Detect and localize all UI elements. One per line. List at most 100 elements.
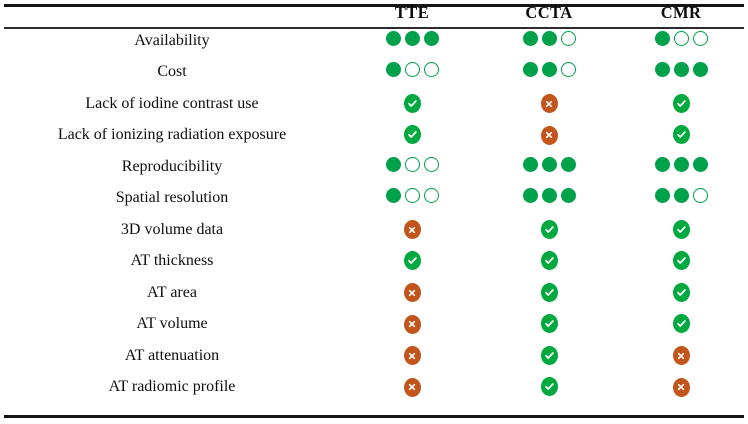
cell-tte (344, 88, 480, 120)
cross-icon (403, 346, 421, 365)
filled-circle-icon (654, 62, 670, 78)
filled-circle-icon (654, 30, 670, 46)
table-row: Cost (4, 57, 744, 89)
check-icon (672, 93, 690, 113)
cell-cmr (618, 88, 744, 120)
filled-circle-icon (522, 156, 538, 172)
cell-tte (344, 340, 480, 372)
column-header-cmr: CMR (660, 2, 702, 22)
column-header-tte: TTE (394, 2, 430, 22)
rating-dots-ccta (522, 188, 576, 204)
cell-tte (344, 120, 480, 152)
empty-circle-icon (404, 156, 420, 172)
rating-dots-cmr (654, 156, 708, 172)
cross-icon (403, 314, 421, 334)
filled-circle-icon (385, 30, 401, 46)
cell-ccta (480, 372, 618, 404)
cell-ccta (480, 120, 618, 152)
table-bottom-rule (4, 415, 744, 418)
cell-cmr (618, 372, 744, 404)
filled-circle-icon (692, 62, 708, 78)
cell-cmr (618, 309, 744, 341)
cell-tte (344, 183, 480, 215)
rating-dots-cmr (654, 62, 708, 78)
cell-tte (344, 309, 480, 341)
empty-circle-icon (560, 30, 576, 46)
cell-tte (344, 25, 480, 57)
table-row: Availability (4, 25, 744, 57)
cell-tte (344, 214, 480, 246)
table-row: Lack of iodine contrast use (4, 88, 744, 120)
cell-cmr (618, 214, 744, 246)
cell-cmr (618, 246, 744, 278)
filled-circle-icon (673, 188, 689, 204)
row-label: Cost (157, 63, 187, 81)
check-icon (540, 251, 558, 271)
filled-circle-icon (541, 30, 557, 46)
cell-ccta (480, 309, 618, 341)
filled-circle-icon (385, 156, 401, 172)
filled-circle-icon (423, 30, 439, 46)
cell-ccta (480, 214, 618, 246)
filled-circle-icon (692, 156, 708, 172)
row-label: Lack of ionizing radiation exposure (57, 126, 287, 144)
empty-circle-icon (692, 188, 708, 204)
check-icon (540, 219, 558, 239)
check-icon (672, 314, 690, 334)
rating-dots-tte (385, 30, 439, 46)
table-row: AT attenuation (4, 340, 744, 372)
cell-tte (344, 277, 480, 309)
cell-cmr (618, 340, 744, 372)
empty-circle-icon (692, 30, 708, 46)
header-row: TTE CCTA CMR (4, 0, 744, 25)
row-label: AT attenuation (124, 346, 220, 364)
cell-ccta (480, 151, 618, 183)
cell-tte (344, 57, 480, 89)
table-row: Lack of ionizing radiation exposure (4, 120, 744, 152)
rating-dots-ccta (522, 30, 576, 46)
rating-dots-ccta (522, 156, 576, 172)
cell-ccta (480, 183, 618, 215)
table-row: Reproducibility (4, 151, 744, 183)
empty-circle-icon (423, 188, 439, 204)
cell-ccta (480, 246, 618, 278)
filled-circle-icon (385, 188, 401, 204)
check-icon (672, 282, 690, 302)
rating-dots-ccta (522, 62, 576, 78)
check-icon (540, 282, 558, 302)
check-icon (672, 219, 690, 239)
filled-circle-icon (385, 62, 401, 78)
table-header-rule (4, 27, 744, 29)
cell-cmr (618, 151, 744, 183)
filled-circle-icon (673, 62, 689, 78)
row-label: Reproducibility (121, 157, 223, 175)
table-row: AT thickness (4, 246, 744, 278)
filled-circle-icon (560, 156, 576, 172)
filled-circle-icon (404, 30, 420, 46)
cell-cmr (618, 120, 744, 152)
check-icon (672, 251, 690, 271)
cell-cmr (618, 25, 744, 57)
empty-circle-icon (423, 62, 439, 78)
cell-ccta (480, 88, 618, 120)
filled-circle-icon (522, 62, 538, 78)
check-icon (403, 93, 421, 113)
table-row: AT volume (4, 309, 744, 341)
table-row: Spatial resolution (4, 183, 744, 215)
filled-circle-icon (673, 156, 689, 172)
rating-dots-tte (385, 188, 439, 204)
filled-circle-icon (560, 188, 576, 204)
rating-dots-cmr (654, 188, 708, 204)
row-label: AT thickness (130, 252, 214, 270)
rating-dots-cmr (654, 30, 708, 46)
cell-tte (344, 151, 480, 183)
table-top-rule (4, 4, 744, 7)
check-icon (540, 345, 558, 365)
empty-circle-icon (404, 62, 420, 78)
row-label: AT area (147, 283, 197, 301)
cross-icon (540, 125, 558, 145)
rating-dots-tte (385, 156, 439, 172)
rating-dots-tte (385, 62, 439, 78)
